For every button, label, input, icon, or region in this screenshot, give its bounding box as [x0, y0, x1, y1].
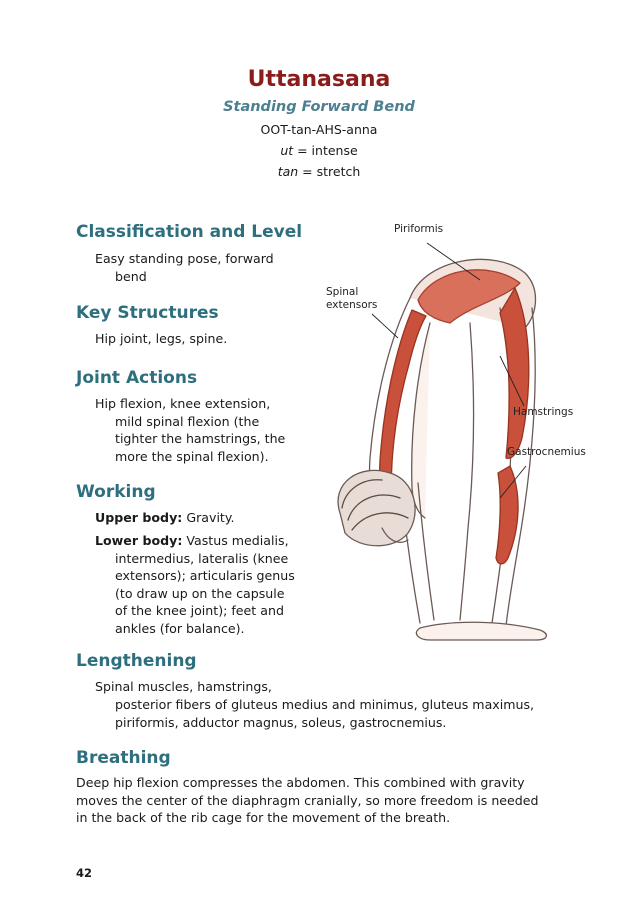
etymology-tan: tan = stretch: [0, 161, 638, 182]
etymology-meaning: = intense: [293, 143, 358, 158]
etymology-term: tan: [277, 164, 299, 179]
label-piriformis: Piriformis: [394, 223, 444, 235]
upper-body-label: Upper body:: [95, 510, 183, 525]
etymology-term: ut: [280, 143, 294, 158]
heading-working: Working: [76, 482, 156, 502]
pronunciation: OOT-tan-AHS-anna: [260, 122, 378, 137]
leader-spinal-extensors: [371, 313, 399, 339]
hamstring-muscle: [499, 287, 530, 459]
label-gastrocnemius: Gastrocnemius: [507, 446, 586, 458]
anatomy-figure: Piriformis Spinal extensors Hamstrings G…: [300, 223, 600, 668]
upper-body-text: Gravity.: [182, 510, 235, 525]
pose-title: Uttanasana: [247, 67, 391, 92]
lengthening-line2: posterior fibers of gluteus medius and m…: [115, 697, 535, 730]
head: [337, 469, 416, 547]
key-structures-text: Hip joint, legs, spine.: [95, 331, 228, 346]
feet: [415, 621, 547, 641]
forward-bend-illustration: [337, 242, 547, 641]
heading-classification: Classification and Level: [76, 222, 303, 242]
hair: [341, 479, 409, 531]
lower-body-text: Vastus medialis, intermedius, lateralis …: [115, 533, 295, 636]
pose-subtitle: Standing Forward Bend: [223, 99, 415, 115]
face: [381, 527, 409, 543]
classification-text: Easy standing pose, forward bend: [95, 251, 274, 284]
gluteal-muscles: [417, 269, 521, 324]
heading-lengthening: Lengthening: [76, 651, 197, 671]
leader-hamstrings: [499, 355, 525, 407]
label-spinal-extensors: Spinal extensors: [326, 286, 378, 311]
page-number: 42: [76, 866, 93, 880]
lengthening-line1: Spinal muscles, hamstrings,: [95, 679, 272, 694]
working-upper: Upper body: Gravity.: [95, 509, 295, 527]
etymology-ut: ut = intense: [0, 140, 638, 161]
etymology-meaning: = stretch: [298, 164, 361, 179]
torso-front: [411, 322, 431, 519]
label-hamstrings: Hamstrings: [513, 406, 574, 418]
leg-back-inner: [459, 322, 475, 621]
gastrocnemius-muscle: [495, 465, 519, 565]
leg-front: [505, 307, 536, 627]
heading-key-structures: Key Structures: [76, 303, 219, 323]
title-block: Uttanasana Standing Forward Bend OOT-tan…: [0, 66, 638, 182]
heading-joint-actions: Joint Actions: [76, 368, 198, 388]
leader-piriformis: [426, 242, 481, 281]
working-lower: Lower body: Vastus medialis, intermedius…: [95, 532, 300, 637]
leader-gastrocnemius: [499, 465, 527, 499]
lower-body-label: Lower body:: [95, 533, 183, 548]
breathing-text: Deep hip flexion compresses the abdomen.…: [76, 775, 539, 825]
joint-actions-text: Hip flexion, knee extension, mild spinal…: [95, 396, 286, 464]
heading-breathing: Breathing: [76, 748, 171, 768]
arm-inner: [417, 482, 435, 621]
